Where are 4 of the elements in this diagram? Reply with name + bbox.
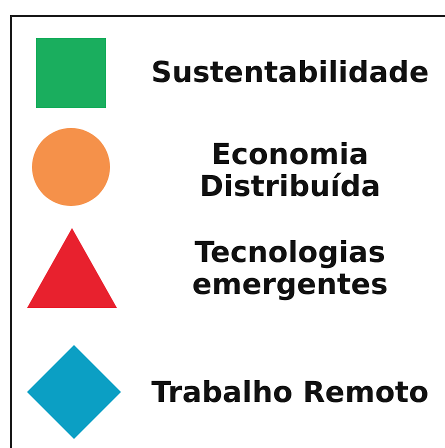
legend-label: Tecnologias emergentes	[191, 236, 389, 300]
legend-label: Economia Distribuída	[198, 138, 382, 202]
legend-label: Sustentabilidade	[150, 56, 430, 88]
legend-label: Trabalho Remoto	[150, 376, 430, 408]
